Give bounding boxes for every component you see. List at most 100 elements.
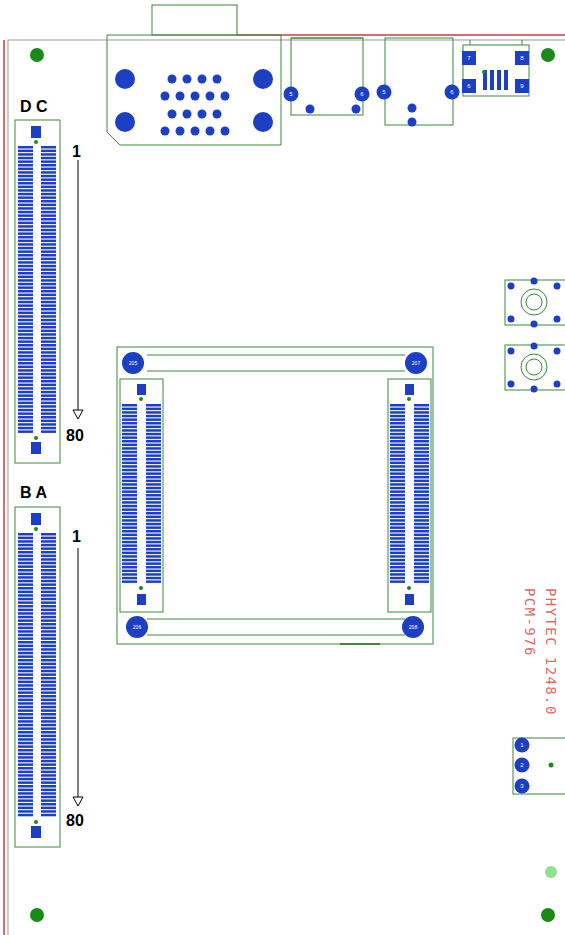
pad-row xyxy=(41,727,56,730)
pad-row xyxy=(18,211,33,214)
pad-row xyxy=(146,570,161,573)
arrow-head xyxy=(73,410,83,419)
pad-row xyxy=(18,612,33,615)
pad-row xyxy=(18,304,33,307)
pad-row xyxy=(41,423,56,426)
pad-row xyxy=(18,243,33,246)
pad-row xyxy=(414,494,429,497)
pad-row xyxy=(18,229,33,232)
pad-row xyxy=(41,659,56,662)
pad-row xyxy=(146,534,161,537)
pad-row xyxy=(146,433,161,436)
pad-row xyxy=(18,376,33,379)
pad-row xyxy=(122,444,137,447)
pad-row xyxy=(41,753,56,756)
pad-row xyxy=(18,763,33,766)
button-pad xyxy=(531,386,538,393)
pad-row xyxy=(146,580,161,583)
pad-row xyxy=(18,268,33,271)
pad-row xyxy=(18,749,33,752)
pad-row xyxy=(41,695,56,698)
pad-row xyxy=(414,490,429,493)
end-pad xyxy=(31,513,41,525)
outline-line xyxy=(147,635,405,636)
pad-row xyxy=(41,297,56,300)
pad-row xyxy=(18,283,33,286)
pad-row xyxy=(18,430,33,433)
pad-row xyxy=(122,541,137,544)
pad xyxy=(515,758,530,773)
pad-row xyxy=(414,501,429,504)
pin1-marker xyxy=(139,397,143,401)
pad-row xyxy=(414,408,429,411)
pad-row xyxy=(18,362,33,365)
board-marking: PCM-976 xyxy=(523,588,537,657)
pad-row xyxy=(18,351,33,354)
pad-row xyxy=(41,402,56,405)
module-outline xyxy=(117,347,433,644)
button-pad xyxy=(531,343,538,350)
pad-row xyxy=(41,160,56,163)
pad-row xyxy=(41,222,56,225)
pad-row xyxy=(146,469,161,472)
pad-number: 208 xyxy=(409,625,417,630)
pad-row xyxy=(390,537,405,540)
vga-mount-pad xyxy=(115,69,135,89)
pad-row xyxy=(414,544,429,547)
pad-row xyxy=(414,422,429,425)
pad-row xyxy=(18,706,33,709)
pad-row xyxy=(41,214,56,217)
pad-row xyxy=(146,512,161,515)
pad-row xyxy=(122,566,137,569)
pad-row xyxy=(18,412,33,415)
pad-row xyxy=(18,160,33,163)
outline-line xyxy=(147,371,405,372)
button-pad xyxy=(554,348,561,355)
pad-row xyxy=(122,530,137,533)
pad-row xyxy=(41,731,56,734)
pad-row xyxy=(41,807,56,810)
pad-row xyxy=(41,240,56,243)
pad-row xyxy=(122,580,137,583)
pad-row xyxy=(18,684,33,687)
pad-row xyxy=(390,480,405,483)
pad-row xyxy=(122,472,137,475)
pad-row xyxy=(18,727,33,730)
pad-row xyxy=(41,204,56,207)
pad-row xyxy=(122,508,137,511)
pad-row xyxy=(122,411,137,414)
pad-row xyxy=(18,175,33,178)
pad-row xyxy=(18,279,33,282)
pad-row xyxy=(122,469,137,472)
pad-row xyxy=(146,462,161,465)
pad xyxy=(445,85,460,100)
pad-row xyxy=(41,627,56,630)
pad-row xyxy=(41,153,56,156)
usb-pad xyxy=(515,79,529,93)
pad-row xyxy=(41,333,56,336)
pad-row xyxy=(390,534,405,537)
pad-row xyxy=(41,778,56,781)
pad-row xyxy=(41,677,56,680)
pad-row xyxy=(41,211,56,214)
pad-row xyxy=(18,637,33,640)
pad-row xyxy=(41,168,56,171)
pad-row xyxy=(122,451,137,454)
pad-row xyxy=(41,330,56,333)
pad-row xyxy=(18,796,33,799)
pad-row xyxy=(18,745,33,748)
pad-row xyxy=(122,415,137,418)
pad-row xyxy=(390,541,405,544)
pad-row xyxy=(390,426,405,429)
pad-row xyxy=(41,427,56,430)
pad-row xyxy=(122,480,137,483)
pad-row xyxy=(18,366,33,369)
pad-row xyxy=(41,724,56,727)
pad-row xyxy=(41,706,56,709)
pad-row xyxy=(41,605,56,608)
pad-row xyxy=(414,562,429,565)
pad-row xyxy=(122,555,137,558)
pad-row xyxy=(41,792,56,795)
pad-row xyxy=(146,541,161,544)
usb-pad xyxy=(497,70,501,90)
